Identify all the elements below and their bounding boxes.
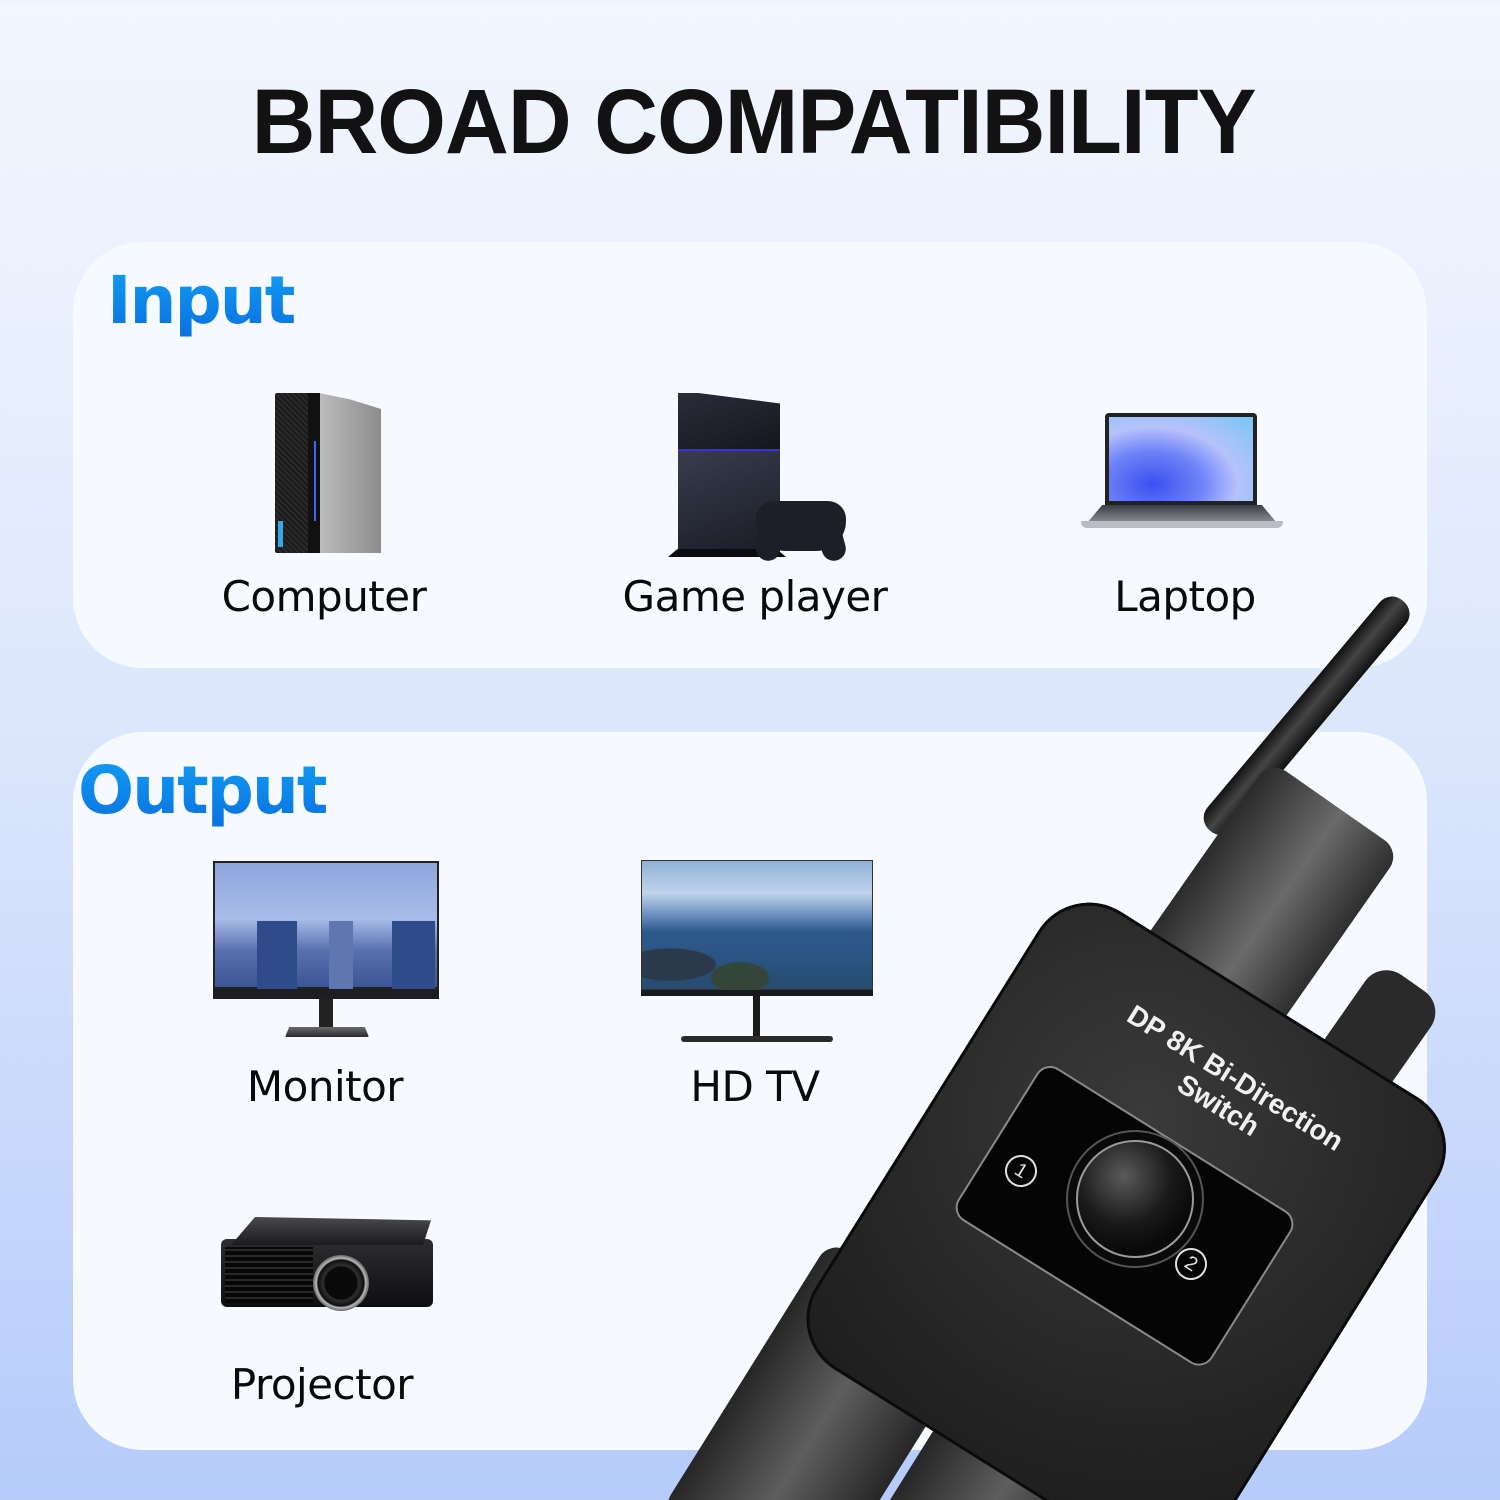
projector-icon	[221, 1217, 433, 1317]
device-label-game-player: Game player	[622, 572, 888, 621]
device-label-laptop: Laptop	[1114, 572, 1256, 621]
device-label-monitor: Monitor	[246, 1062, 404, 1111]
device-label-hd-tv: HD TV	[690, 1062, 820, 1111]
output-section-title: Output	[78, 752, 328, 829]
input-section-title: Input	[107, 262, 296, 339]
device-label-computer: Computer	[221, 572, 427, 621]
device-label-projector: Projector	[230, 1360, 414, 1409]
monitor-icon	[213, 861, 439, 1043]
desktop-tower-icon	[275, 393, 381, 558]
tv-icon	[641, 860, 873, 1046]
game-console-icon	[668, 391, 848, 559]
laptop-icon	[1081, 413, 1283, 539]
page-headline: BROAD COMPATIBILITY	[251, 71, 1257, 173]
